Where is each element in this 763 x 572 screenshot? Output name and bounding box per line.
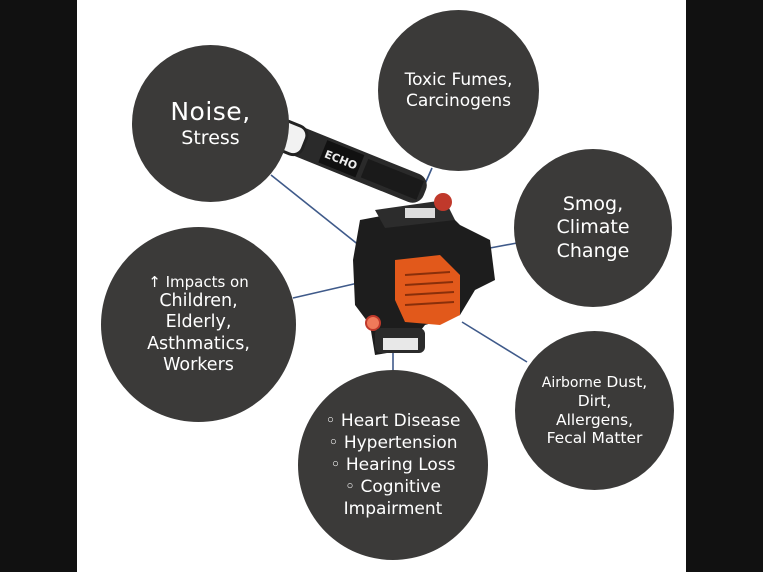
dust-word: Dust, <box>606 372 648 391</box>
smog-line-1: Smog, <box>562 193 624 216</box>
toxic-line-2: Carcinogens <box>405 90 512 111</box>
bubble-airborne-dust: Airborne Dust, Dirt, Allergens, Fecal Ma… <box>515 331 674 490</box>
dust-item: Fecal Matter <box>546 429 643 448</box>
left-frame <box>0 0 77 572</box>
health-item: Impairment <box>343 499 443 520</box>
impacts-item: Elderly, <box>165 312 232 333</box>
bubble-toxic-fumes: Toxic Fumes, Carcinogens <box>378 10 539 171</box>
toxic-line-1: Toxic Fumes, <box>404 69 513 90</box>
right-frame <box>686 0 763 572</box>
smog-line-2: Climate <box>556 216 630 239</box>
dust-item: Dirt, <box>577 391 612 410</box>
bubble-smog-climate: Smog, Climate Change <box>514 149 672 307</box>
health-item: ◦ Hypertension <box>328 432 458 453</box>
dust-airborne: Airborne <box>541 374 602 391</box>
impacts-item: Children, <box>159 290 238 311</box>
health-item: ◦ Heart Disease <box>325 410 461 431</box>
impacts-lead: ↑ Impacts on <box>148 272 249 291</box>
bubble-impacts: ↑ Impacts on Children, Elderly, Asthmati… <box>101 227 296 422</box>
impacts-item: Asthmatics, <box>147 333 250 354</box>
dust-item: Allergens, <box>555 410 634 429</box>
stress-label: Stress <box>181 127 240 150</box>
dust-line-1: Airborne Dust, <box>542 373 647 392</box>
impacts-item: Workers <box>163 354 234 375</box>
noise-label: Noise, <box>170 96 251 126</box>
bubble-health-effects: ◦ Heart Disease ◦ Hypertension ◦ Hearing… <box>298 370 488 560</box>
health-item: ◦ Cognitive <box>345 477 441 498</box>
health-item: ◦ Hearing Loss <box>330 454 456 475</box>
smog-line-3: Change <box>556 239 630 262</box>
bubble-noise-stress: Noise, Stress <box>132 45 289 202</box>
